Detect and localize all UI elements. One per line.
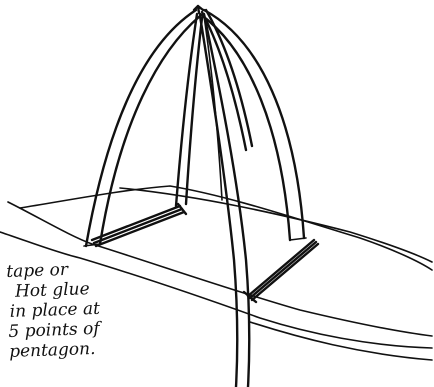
pole-right-inner: [200, 14, 290, 240]
glue-instructions-note: tape or Hot glue in place at 5 points of…: [6, 256, 169, 362]
pole-right-outer: [204, 10, 304, 238]
ground-lower-edge: [250, 322, 432, 360]
pole-back-left-inner: [186, 18, 202, 204]
pole-foot-right: [290, 238, 306, 240]
tape-joint-right: [248, 240, 318, 300]
pole-rear: [204, 16, 222, 200]
ground-far-edge: [120, 188, 432, 262]
